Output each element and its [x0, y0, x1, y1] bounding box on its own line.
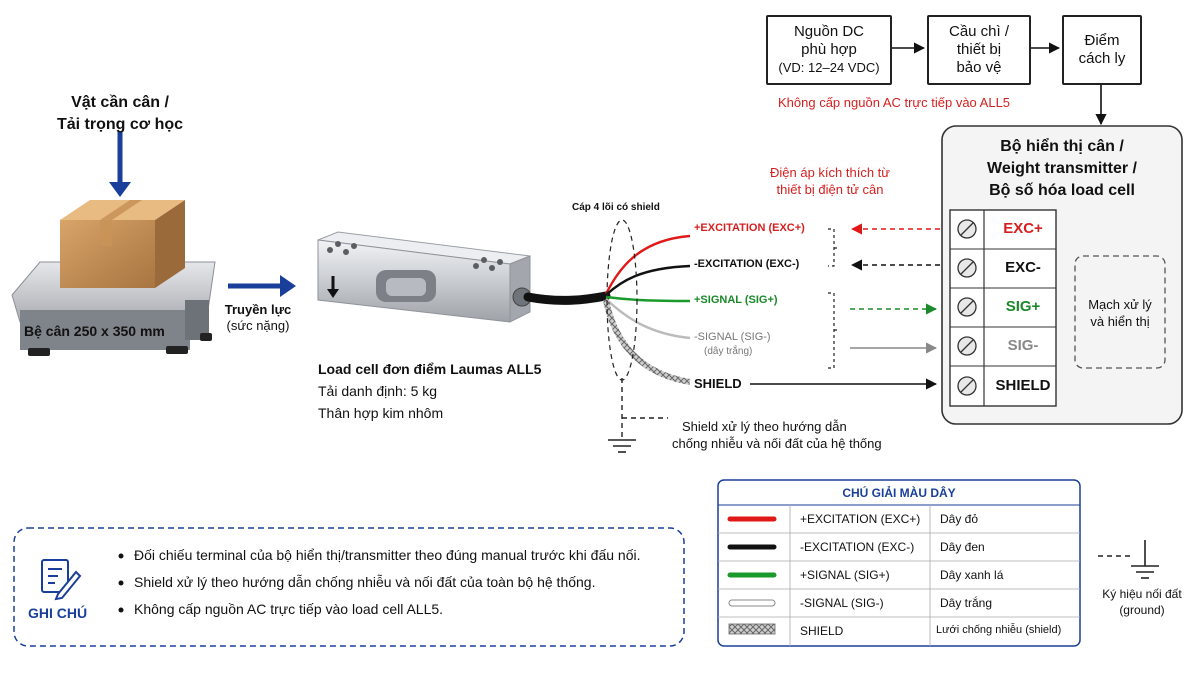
ground-legend-line1: Ký hiệu nối đất — [1102, 587, 1182, 601]
legend-row-5-signal: SHIELD — [800, 624, 844, 638]
processing-label: Mạch xử lý và hiển thị — [1075, 296, 1165, 330]
processing-line2: và hiển thị — [1090, 314, 1150, 329]
cardboard-box-graphic — [60, 200, 185, 288]
notes-box — [13, 527, 685, 647]
ground-legend-label: Ký hiệu nối đất (ground) — [1090, 586, 1194, 618]
wire-sublabel-sig-minus: (dây trắng) — [704, 346, 753, 357]
fuse-line1: Cầu chì / — [948, 23, 1010, 40]
wire-exc-minus — [605, 264, 691, 296]
indicator-title-line3: Bộ số hóa load cell — [989, 182, 1135, 199]
exc-brace — [828, 228, 840, 267]
terminal-exc-plus: EXC+ — [1003, 220, 1043, 237]
shield-note-line2: chống nhiễu và nối đất của hệ thống — [672, 436, 882, 451]
ground-icon — [608, 439, 636, 453]
excitation-note-line2: thiết bị điện tử cân — [776, 182, 884, 197]
wire-label-sig-plus: +SIGNAL (SIG+) — [694, 294, 778, 306]
excitation-note-line1: Điện áp kích thích từ — [770, 165, 890, 180]
note-item-3: Không cấp nguồn AC trực tiếp vào load ce… — [134, 601, 444, 617]
legend-row-3-color: Dây xanh lá — [940, 568, 1004, 582]
force-label-line2: (sức nặng) — [226, 318, 290, 333]
shield-note: Shield xử lý theo hướng dẫn chống nhiễu … — [672, 418, 882, 452]
excitation-note: Điện áp kích thích từ thiết bị điện tử c… — [745, 164, 915, 198]
wire-shield — [603, 299, 691, 385]
ground-legend-line2: (ground) — [1119, 603, 1165, 617]
shield-note-line1: Shield xử lý theo hướng dẫn — [682, 419, 847, 434]
legend-swatch-white — [728, 599, 776, 607]
terminal-exc-minus: EXC- — [1005, 259, 1041, 276]
wire-sig-minus — [605, 298, 691, 340]
load-title-line2: Tải trọng cơ học — [56, 116, 184, 133]
wire-label-shield: SHIELD — [694, 376, 742, 391]
terminal-shield: SHIELD — [995, 377, 1051, 394]
notes-heading: GHI CHÚ — [28, 605, 88, 621]
indicator-title-line2: Weight transmitter / — [987, 160, 1137, 177]
isolation-line1: Điểm — [1084, 32, 1120, 49]
legend-row-2-signal: -EXCITATION (EXC-) — [800, 540, 915, 554]
fuse-box: Cầu chì / thiết bị bảo vệ — [927, 15, 1031, 85]
note-item-2: Shield xử lý theo hướng dẫn chống nhiễu … — [134, 574, 596, 590]
loadcell-info: Load cell đơn điểm Laumas ALL5 Tải danh … — [318, 358, 541, 424]
processing-line1: Mạch xử lý — [1088, 297, 1152, 312]
legend-row-4-color: Dây trắng — [940, 596, 993, 610]
wire-label-sig-minus: -SIGNAL (SIG-) — [694, 331, 771, 343]
wire-label-exc-plus: +EXCITATION (EXC+) — [694, 222, 805, 234]
legend-row-2-color: Dây đen — [940, 540, 985, 554]
legend-row-4-signal: -SIGNAL (SIG-) — [800, 596, 884, 610]
legend-row-1-signal: +EXCITATION (EXC+) — [800, 512, 921, 526]
load-title-line1: Vật cần cân / — [71, 94, 169, 111]
platform-label: Bệ cân 250 x 350 mm — [24, 323, 165, 339]
loadcell-material: Thân hợp kim nhôm — [318, 405, 444, 421]
legend-row-1-color: Dây đỏ — [940, 512, 979, 526]
loadcell-name: Load cell đơn điểm Laumas ALL5 — [318, 361, 542, 377]
note-item-1: Đối chiếu terminal của bộ hiển thị/trans… — [134, 547, 641, 563]
wire-exc-plus — [604, 234, 691, 295]
cable-label: Cáp 4 lõi có shield — [572, 202, 660, 213]
wire-sig-plus — [605, 295, 691, 303]
isolation-line2: cách ly — [1078, 50, 1126, 67]
force-label-line1: Truyền lực — [224, 302, 292, 317]
force-arrow-head — [280, 275, 296, 297]
isolation-box: Điểm cách ly — [1062, 15, 1142, 85]
dc-source-line2: phù hợp — [801, 41, 857, 58]
legend-box — [717, 479, 1081, 647]
ground-legend-icon — [1098, 540, 1159, 579]
indicator-title: Bộ hiển thị cân / Weight transmitter / B… — [942, 136, 1182, 202]
fuse-line3: bảo vệ — [956, 59, 1002, 76]
loadcell-rated-load: Tải danh định: 5 kg — [318, 383, 438, 399]
load-arrow-head — [109, 182, 131, 197]
wire-label-exc-minus: -EXCITATION (EXC-) — [694, 258, 800, 270]
dc-source-line1: Nguồn DC — [793, 23, 865, 40]
ac-warning-text: Không cấp nguồn AC trực tiếp vào ALL5 — [778, 95, 1011, 110]
fuse-line2: thiết bị — [956, 41, 1002, 58]
indicator-title-line1: Bộ hiển thị cân / — [1000, 138, 1124, 155]
dc-source-line3: (VD: 12–24 VDC) — [778, 60, 880, 75]
legend-row-3-signal: +SIGNAL (SIG+) — [800, 568, 890, 582]
load-title: Vật cần cân / Tải trọng cơ học — [20, 92, 220, 136]
dc-source-box: Nguồn DC phù hợp (VD: 12–24 VDC) — [766, 15, 892, 85]
notes-edit-icon — [41, 559, 82, 601]
legend-swatch-shield — [728, 623, 776, 635]
terminal-sig-plus: SIG+ — [1005, 298, 1041, 315]
legend-title: CHÚ GIẢI MÀU DÂY — [842, 486, 956, 500]
terminal-sig-minus: SIG- — [1007, 337, 1039, 354]
loadcell-body-graphic — [317, 231, 532, 323]
force-label: Truyền lực (sức nặng) — [218, 302, 298, 334]
legend-row-5-color: Lưới chống nhiễu (shield) — [936, 624, 1062, 636]
sig-brace — [828, 292, 840, 369]
processing-box — [1074, 255, 1166, 369]
cable-trunk — [523, 291, 611, 305]
